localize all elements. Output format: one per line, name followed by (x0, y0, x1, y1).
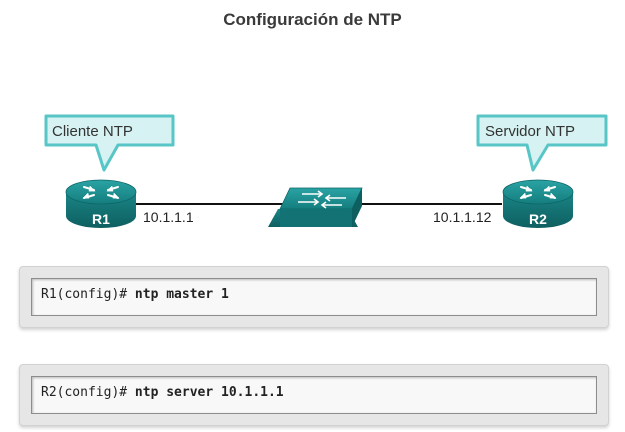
router-r2-icon: R2 (502, 179, 574, 228)
router-r1-label: R1 (92, 211, 110, 227)
callout-r1-text: Cliente NTP (52, 123, 133, 140)
router-r2-label: R2 (529, 211, 547, 227)
cli-line-r1: R1(config)# ntp master 1 (41, 287, 229, 302)
callout-r2-text: Servidor NTP (485, 123, 575, 140)
switch-icon (268, 187, 363, 227)
cli-prompt: R2(config)# (41, 385, 135, 400)
network-topology: Cliente NTP Servidor NTP R1 R2 (44, 114, 608, 228)
callout-r2: Servidor NTP (476, 114, 608, 172)
router-r1-icon: R1 (65, 179, 137, 228)
r2-ip-address: 10.1.1.12 (433, 209, 492, 225)
cli-box-r1: R1(config)# ntp master 1 (31, 278, 597, 316)
cli-line-r2: R2(config)# ntp server 10.1.1.1 (41, 385, 284, 400)
diagram-title: Configuración de NTP (223, 10, 402, 29)
cli-prompt: R1(config)# (41, 287, 135, 302)
cli-command: ntp server 10.1.1.1 (134, 385, 284, 400)
cli-box-r2: R2(config)# ntp server 10.1.1.1 (31, 376, 597, 414)
callout-r1: Cliente NTP (44, 114, 175, 172)
cli-panel-r2: R2(config)# ntp server 10.1.1.1 (19, 364, 609, 426)
cli-command: ntp master 1 (134, 287, 229, 302)
cli-panel-r1: R1(config)# ntp master 1 (19, 266, 609, 328)
r1-ip-address: 10.1.1.1 (143, 209, 194, 225)
